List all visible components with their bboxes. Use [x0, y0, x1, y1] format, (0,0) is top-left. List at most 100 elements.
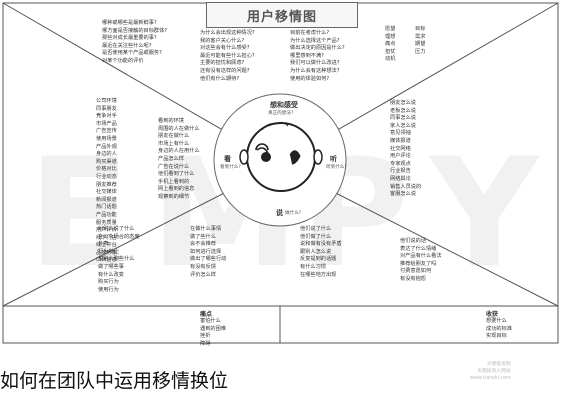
text-line: 网上看到的信息 — [158, 186, 195, 193]
text-line: 线上平台 — [96, 242, 117, 249]
text-line: 最近在关注些什么呢? — [102, 42, 152, 49]
text-line: 付费意愿如何 — [400, 268, 432, 275]
page-caption: 如何在团队中运用移情换位 — [0, 370, 229, 392]
map-title: 用户移情图 — [246, 9, 317, 25]
text-line: 新闻报道 — [96, 196, 117, 203]
text-line: 主要的担忧和顾虑? — [200, 60, 245, 67]
text-block-top-left-2: 为什么会出现这种情况?我的客户关心什么?对这些会有什么感受?最近可能有些什么担心… — [200, 30, 255, 83]
text-line: 行业报告 — [390, 168, 411, 175]
text-line: 专家观点 — [390, 160, 411, 167]
text-line: 周围的人在做什么 — [158, 125, 200, 132]
text-line: 在哪些地方出现 — [300, 271, 337, 278]
text-line: 害怕什么 — [200, 318, 221, 324]
empathy-map-frame: E M P Y — [2, 2, 559, 344]
text-line: 对别人说了什么 — [98, 226, 135, 232]
text-line: 障碍 — [200, 340, 211, 347]
text-line: 评价怎么样 — [190, 271, 216, 278]
text-line: 公司环境 — [96, 98, 117, 104]
think-feel-label: 想和感受 — [270, 101, 298, 109]
text-line: 哪方面是否接触的目标群体? — [102, 27, 168, 34]
text-line: 家人怎么说 — [390, 122, 416, 129]
empathy-map-board: E M P Y 用户移情图 想和感受 真正的想法? 看 看到什么? 听 听到什么… — [2, 2, 559, 348]
text-line: 手机上看到的 — [158, 178, 190, 185]
text-line: 他们有什么期待? — [200, 75, 240, 82]
text-line: 需求 — [415, 33, 426, 40]
gain-list: 想要什么成功的标准实现目标 — [486, 318, 512, 341]
text-line: 他们说了什么 — [300, 226, 332, 232]
text-line: 最近可能有些什么担心? — [200, 52, 255, 59]
text-line: 实现目标 — [486, 333, 507, 340]
text-line: 朋友推荐 — [96, 181, 117, 188]
text-line: 那些对成长最重要的事? — [102, 35, 157, 42]
text-line: 做出了哪些行动 — [190, 256, 227, 263]
text-line: 使用场景 — [96, 135, 117, 142]
watermark: 天使投资网 天使投资人网站 www.tianshi.com — [470, 361, 511, 382]
text-line: 使用的体验如何? — [290, 75, 330, 82]
see-sub: 看到什么? — [220, 165, 241, 170]
text-line: 压力 — [415, 48, 426, 55]
text-line: 期望 — [415, 41, 426, 48]
text-line: 他们看到了什么 — [158, 171, 195, 178]
text-block-top-right-2: 愿望理想痛点担忧动机 — [385, 26, 395, 64]
text-line: 为什么选择这个产品? — [290, 37, 340, 44]
text-line: 有什么改变 — [98, 271, 124, 278]
text-line: 对产品有什么看法 — [400, 253, 442, 260]
text-line: 意见领袖 — [390, 130, 411, 137]
text-line: 身边的人在用什么 — [158, 148, 200, 155]
say-do-label: 说 — [276, 209, 283, 217]
text-line: 想要什么 — [486, 318, 507, 324]
text-line: 还有没有这样的问题? — [200, 67, 250, 74]
text-block-see-2: 看到的环境周围的人在做什么朋友在做什么市场上有什么身边的人在用什么产品怎么样广告… — [158, 118, 200, 202]
text-line: 哪种或哪些是最新鲜事? — [102, 20, 157, 26]
text-line: 对某个功能的评价 — [102, 57, 144, 64]
text-line: 理想 — [385, 33, 396, 40]
text-line: 做出决定的原因是什么? — [290, 45, 345, 52]
text-line: 挫折 — [200, 333, 211, 340]
see-label: 看 — [224, 155, 231, 163]
say-do-sub: 做什么? — [285, 211, 302, 216]
text-line: 他们说的话 — [400, 238, 426, 244]
text-line: 市场上有什么 — [158, 140, 190, 147]
text-line: 服务质量 — [96, 219, 117, 226]
text-line: 为什么会出现这种情况? — [200, 30, 255, 36]
svg-text:E: E — [28, 127, 130, 301]
text-line: 说和做有没有矛盾 — [300, 241, 342, 248]
text-line: 愿望 — [385, 26, 396, 32]
text-line: 媒体报道 — [390, 137, 411, 144]
text-line: 反复提到的话题 — [300, 256, 337, 263]
text-line: 朋友怎么说 — [390, 100, 416, 106]
text-line: 网络舆论 — [390, 175, 411, 182]
text-line: 动机 — [385, 56, 396, 63]
text-line: 广告在说什么 — [158, 163, 190, 170]
text-line: 如何进行选择 — [190, 248, 222, 255]
watermark-line-2: 天使投资人网站 — [477, 369, 511, 374]
text-line: 同事怎么说 — [390, 115, 416, 122]
text-line: 口碑信息 — [96, 257, 117, 264]
text-line: 销售人员说的 — [390, 183, 422, 190]
text-block-say-4: 他们说的话表达了什么情绪对产品有什么看法推荐给朋友了吗付费意愿如何有没有抱怨 — [400, 238, 442, 284]
text-line: 推荐给朋友了吗 — [400, 260, 437, 267]
text-line: 遇到的困难 — [200, 325, 226, 332]
text-line: 有没有反馈 — [190, 263, 216, 270]
text-line: 朋友在做什么 — [158, 133, 190, 140]
text-line: 痛点 — [385, 41, 396, 48]
text-line: 行业动态 — [96, 173, 117, 180]
text-line: 担忧 — [385, 48, 396, 55]
text-line: 购买行为 — [98, 279, 119, 286]
text-line: 观察到的细节 — [158, 193, 190, 200]
text-line: 为什么会有这种想法? — [290, 67, 340, 74]
pain-list: 害怕什么遇到的困难挫折障碍 — [200, 318, 226, 348]
text-line: 老板怎么说 — [390, 107, 416, 114]
text-block-hear: 朋友怎么说老板怎么说同事怎么说家人怎么说意见领袖媒体报道社交网络用户评论专家观点… — [390, 100, 421, 199]
text-line: 社交媒体 — [96, 189, 117, 196]
text-line: 在做什么事情 — [190, 226, 222, 232]
text-line: 是否使用某个产品或服务? — [102, 50, 162, 57]
text-block-say-3: 他们说了什么他们做了什么说和做有没有矛盾跟别人怎么说反复提到的话题有什么习惯在哪… — [300, 226, 342, 279]
text-line: 行为举止 — [98, 248, 119, 255]
text-line: 看到的环境 — [158, 118, 184, 124]
text-line: 外表 — [98, 241, 109, 248]
text-line: 跟别人怎么说 — [300, 248, 332, 255]
text-line: 有什么习惯 — [300, 263, 326, 270]
text-line: 做了些什么 — [190, 233, 216, 240]
pain-title: 痛点 — [200, 311, 213, 318]
